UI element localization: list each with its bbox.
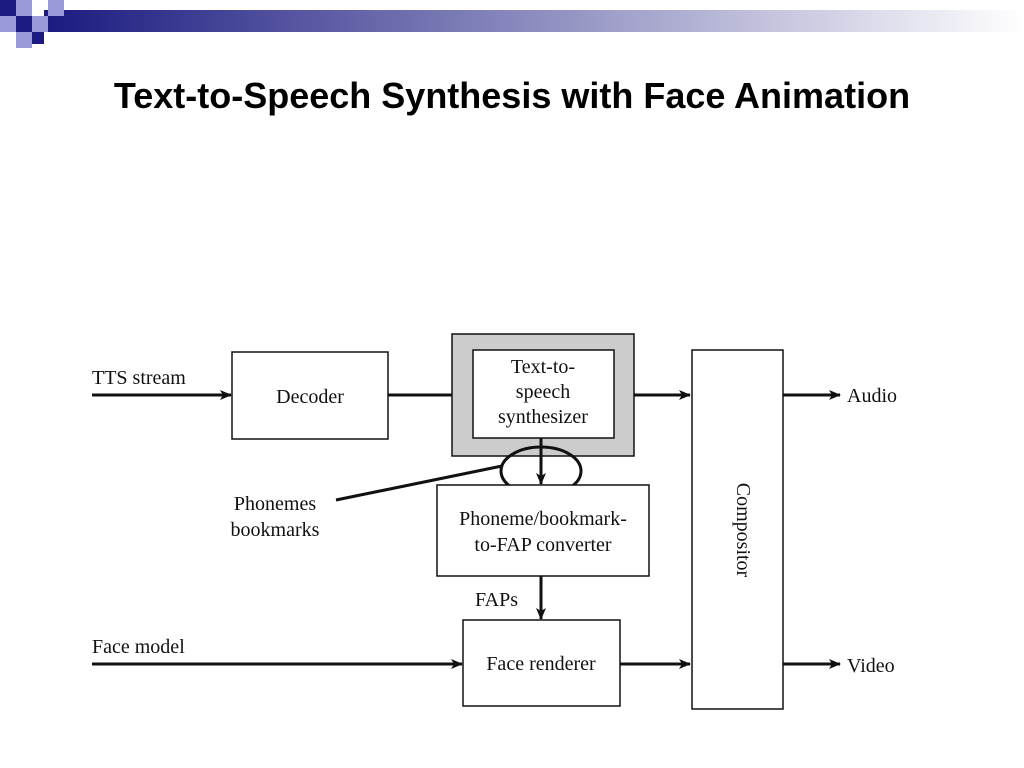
tts-synth-label-line3: synthesizer [498, 406, 588, 428]
header-decoration [0, 0, 1024, 48]
video-label: Video [847, 655, 895, 677]
converter-block [436, 484, 650, 577]
checker-square [32, 16, 48, 32]
converter-label-line1: Phoneme/bookmark- [459, 508, 627, 530]
header-gradient-band [44, 10, 1024, 32]
compositor-label: Compositor [732, 483, 754, 578]
tts-synth-label-line2: speech [516, 381, 570, 403]
checker-square [48, 0, 64, 16]
face-renderer-label: Face renderer [486, 653, 596, 675]
checker-square [0, 0, 16, 16]
checker-square [32, 32, 44, 44]
compositor-block [691, 349, 784, 710]
checker-square [16, 32, 32, 48]
slide-title: Text-to-Speech Synthesis with Face Anima… [113, 75, 911, 116]
decoder-label: Decoder [276, 386, 344, 408]
phonemes-label-line1: Phonemes [234, 493, 316, 515]
checker-square [16, 0, 32, 16]
face-model-label: Face model [92, 636, 185, 658]
face-renderer-block [462, 619, 621, 707]
audio-label: Audio [847, 385, 897, 407]
checker-square [16, 16, 32, 32]
tts-synth-label-line1: Text-to- [511, 356, 575, 378]
decoder-block [231, 351, 389, 440]
phonemes-pointer-line [335, 464, 503, 502]
tts-synth-block [472, 349, 615, 439]
checker-square [0, 16, 16, 32]
faps-label: FAPs [475, 589, 518, 611]
tts-stream-label: TTS stream [92, 367, 186, 389]
phonemes-label-line2: bookmarks [231, 519, 320, 541]
converter-label-line2: to-FAP converter [474, 534, 612, 556]
